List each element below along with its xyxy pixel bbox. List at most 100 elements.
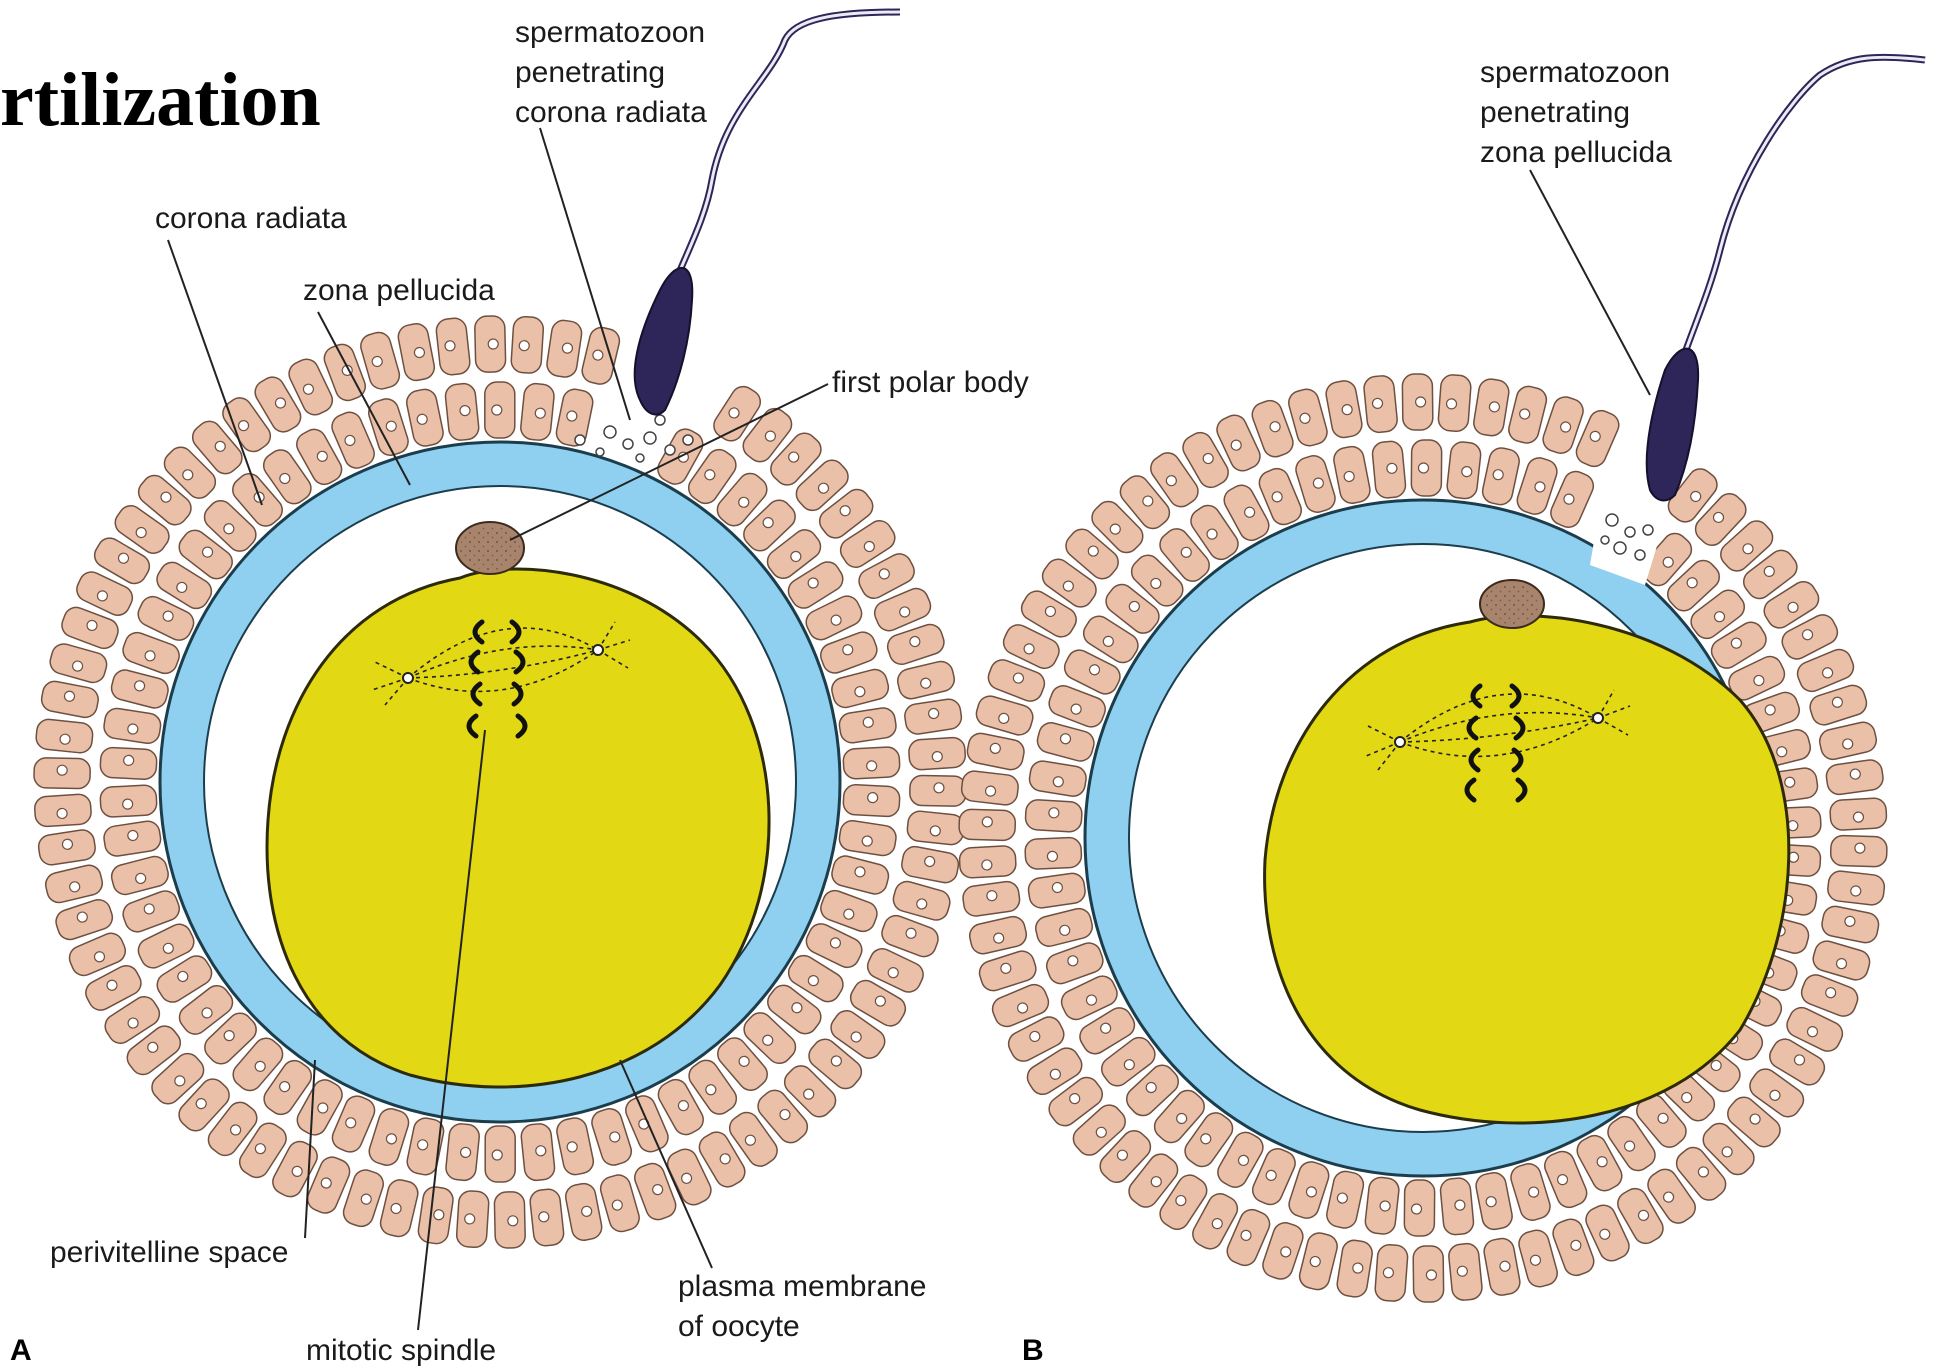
- corona-cell: [1027, 872, 1087, 910]
- leader-lines-b: [1530, 170, 1650, 395]
- corona-cell: [1025, 837, 1082, 869]
- corona-cell: [1371, 440, 1406, 499]
- corona-cell: [520, 383, 556, 442]
- corona-cell: [1374, 1244, 1408, 1302]
- corona-cell: [34, 794, 92, 828]
- corona-cell: [1827, 870, 1886, 906]
- corona-cell: [1033, 906, 1095, 949]
- label-first-polar-body: first polar body: [832, 366, 1029, 399]
- corona-cell: [1363, 375, 1398, 434]
- corona-cell: [908, 737, 966, 771]
- corona-cell: [965, 731, 1026, 771]
- corona-cell: [1336, 1239, 1374, 1299]
- label-mitotic-spindle: mitotic spindle: [306, 1334, 496, 1367]
- corona-cell: [100, 785, 157, 818]
- corona-cell: [529, 1188, 565, 1247]
- corona-cell: [1482, 1237, 1522, 1297]
- label-spermatozoon-b-line1: spermatozoon: [1480, 56, 1670, 89]
- corona-cell: [485, 1126, 515, 1182]
- corona-cell: [511, 316, 544, 374]
- corona-cell: [100, 747, 157, 780]
- corona-cell: [444, 383, 480, 442]
- corona-cell: [1438, 374, 1472, 432]
- label-plasma-membrane-line2: of oocyte: [678, 1310, 800, 1343]
- corona-cell: [435, 317, 471, 376]
- corona-cell: [960, 770, 1019, 806]
- corona-cell: [37, 828, 97, 866]
- corona-cell: [580, 325, 622, 386]
- oocyte-a: [34, 12, 966, 1248]
- corona-cell: [1325, 1169, 1366, 1230]
- label-spermatozoon-a-line1: spermatozoon: [515, 16, 705, 49]
- corona-cell: [829, 853, 891, 896]
- corona-cell: [1817, 720, 1878, 762]
- label-spermatozoon-b-line3: zona pellucida: [1480, 136, 1672, 169]
- spermatozoon-a: [635, 12, 900, 415]
- corona-cell: [417, 1185, 455, 1245]
- corona-cell: [40, 679, 101, 719]
- corona-cell: [1028, 759, 1088, 798]
- corona-cell: [838, 706, 898, 744]
- corona-cell: [838, 819, 898, 857]
- corona-cell: [903, 698, 963, 736]
- oocyte-cytoplasm-b: [1265, 616, 1789, 1123]
- corona-cell: [555, 1116, 596, 1177]
- label-spermatozoon-b-line2: penetrating: [1480, 96, 1630, 129]
- corona-cell: [829, 667, 891, 710]
- corona-cell: [1402, 374, 1433, 430]
- corona-cell: [1472, 377, 1510, 437]
- panel-letter-a: A: [10, 1334, 32, 1367]
- label-spermatozoon-a-line3: corona radiata: [515, 96, 707, 129]
- panel-letter-b: B: [1022, 1334, 1044, 1367]
- corona-cell: [494, 1192, 525, 1249]
- corona-cell: [1411, 440, 1441, 496]
- corona-cell: [895, 659, 956, 701]
- corona-cell: [1506, 384, 1549, 446]
- corona-cell: [1439, 1177, 1474, 1236]
- corona-cell: [445, 1123, 481, 1182]
- corona-cell: [396, 322, 436, 383]
- corona-cell: [843, 784, 900, 817]
- corona-cell: [520, 1123, 556, 1182]
- corona-cell: [1448, 1243, 1483, 1302]
- corona-cell: [843, 747, 900, 780]
- corona-cell: [959, 809, 1016, 841]
- corona-cell: [1820, 904, 1881, 944]
- corona-cell: [1364, 1176, 1400, 1235]
- corona-cell: [456, 1190, 489, 1248]
- corona-cell: [1825, 758, 1885, 796]
- spermatozoon-b: [1647, 57, 1925, 500]
- corona-cell: [1297, 1231, 1340, 1293]
- corona-cell: [910, 775, 967, 806]
- corona-cell: [35, 718, 94, 754]
- corona-cell: [109, 854, 171, 897]
- corona-cell: [1830, 835, 1887, 867]
- corona-cell: [378, 1178, 420, 1239]
- corona-cell: [1830, 798, 1888, 831]
- corona-cell: [900, 845, 961, 885]
- corona-cell: [405, 1116, 446, 1177]
- label-zona-pellucida-a: zona pellucida: [303, 274, 495, 307]
- corona-cell: [1324, 379, 1364, 439]
- corona-cell: [485, 382, 515, 438]
- corona-cell: [961, 880, 1021, 918]
- corona-cell: [1413, 1246, 1444, 1302]
- corona-cell: [43, 863, 104, 905]
- oocyte-cytoplasm-a: [267, 569, 769, 1087]
- label-perivitelline-space: perivitelline space: [50, 1236, 288, 1269]
- corona-cell: [1446, 441, 1482, 500]
- corona-cell: [906, 810, 965, 846]
- corona-cell: [102, 707, 162, 745]
- label-corona-radiata: corona radiata: [155, 202, 347, 235]
- corona-cell: [967, 914, 1028, 956]
- corona-cell: [959, 845, 1017, 878]
- corona-cell: [34, 758, 91, 789]
- corona-cell: [1474, 1171, 1514, 1232]
- corona-cell: [1404, 1180, 1434, 1236]
- label-plasma-membrane-line1: plasma membrane: [678, 1270, 926, 1303]
- corona-cell: [1025, 799, 1083, 832]
- corona-cell: [1480, 446, 1521, 507]
- corona-cell: [102, 820, 162, 858]
- corona-cell: [475, 316, 506, 373]
